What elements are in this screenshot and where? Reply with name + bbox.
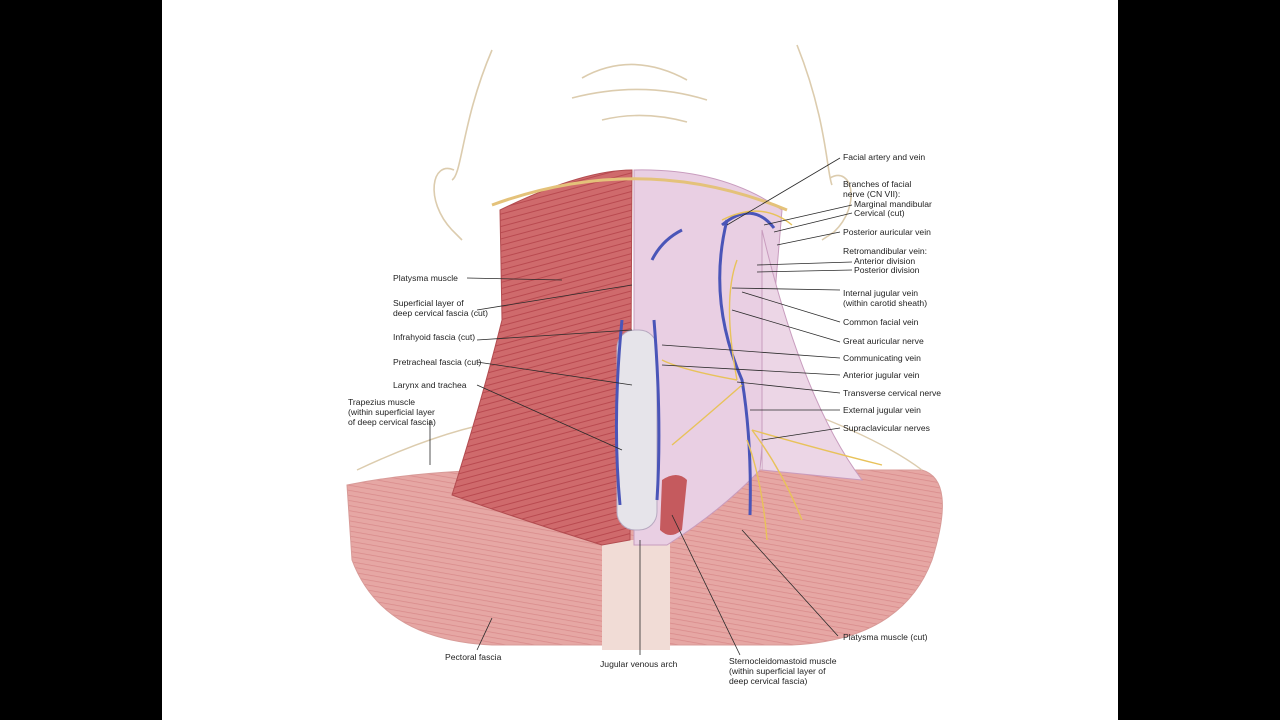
trachea: [616, 329, 658, 531]
label-facial-artery-vein: Facial artery and vein: [843, 152, 926, 162]
label-platysma-muscle: Platysma muscle: [393, 273, 458, 283]
label-sternocleidomastoid: Sternocleidomastoid muscle (within super…: [729, 656, 837, 686]
leader-lines: [429, 157, 853, 656]
slide: Facial artery and vein Branches of facia…: [162, 0, 1118, 720]
label-larynx-trachea: Larynx and trachea: [393, 380, 467, 390]
label-infrahyoid-fascia: Infrahyoid fascia (cut): [393, 332, 476, 342]
jugular-notch-band: [602, 540, 670, 650]
label-common-facial-vein: Common facial vein: [843, 317, 919, 327]
label-cervical-cut: Cervical (cut): [854, 208, 905, 218]
nerves: [661, 210, 883, 541]
head-outline: [433, 44, 852, 241]
label-jugular-venous-arch: Jugular venous arch: [600, 659, 678, 669]
label-platysma-muscle-cut: Platysma muscle (cut): [843, 632, 928, 642]
label-internal-jugular-vein: Internal jugular vein (within carotid sh…: [843, 288, 928, 308]
neck-anatomy-illustration: [346, 44, 943, 656]
label-pretracheal-fascia: Pretracheal fascia (cut): [393, 357, 482, 367]
label-retromandibular-vein: Retromandibular vein:: [843, 246, 928, 256]
label-marginal-mandibular: Marginal mandibular: [854, 199, 932, 209]
label-trapezius-muscle: Trapezius muscle (within superficial lay…: [348, 397, 436, 427]
jaw-line: [491, 177, 788, 212]
label-posterior-auricular-vein: Posterior auricular vein: [843, 227, 931, 237]
label-transverse-cervical-nerve: Transverse cervical nerve: [843, 388, 942, 398]
left-platysma: [451, 169, 633, 546]
label-communicating-vein: Communicating vein: [843, 353, 921, 363]
label-superficial-layer: Superficial layer of deep cervical fasci…: [393, 298, 489, 318]
label-posterior-division: Posterior division: [854, 265, 920, 275]
label-external-jugular-vein: External jugular vein: [843, 405, 921, 415]
right-scm: [660, 475, 687, 535]
label-supraclavicular-nerves: Supraclavicular nerves: [843, 423, 930, 433]
label-great-auricular-nerve: Great auricular nerve: [843, 336, 924, 346]
label-branches-facial-nerve: Branches of facial nerve (CN VII):: [843, 179, 912, 199]
label-pectoral-fascia: Pectoral fascia: [445, 652, 502, 662]
label-anterior-division: Anterior division: [854, 256, 916, 266]
label-anterior-jugular-vein: Anterior jugular vein: [843, 370, 920, 380]
